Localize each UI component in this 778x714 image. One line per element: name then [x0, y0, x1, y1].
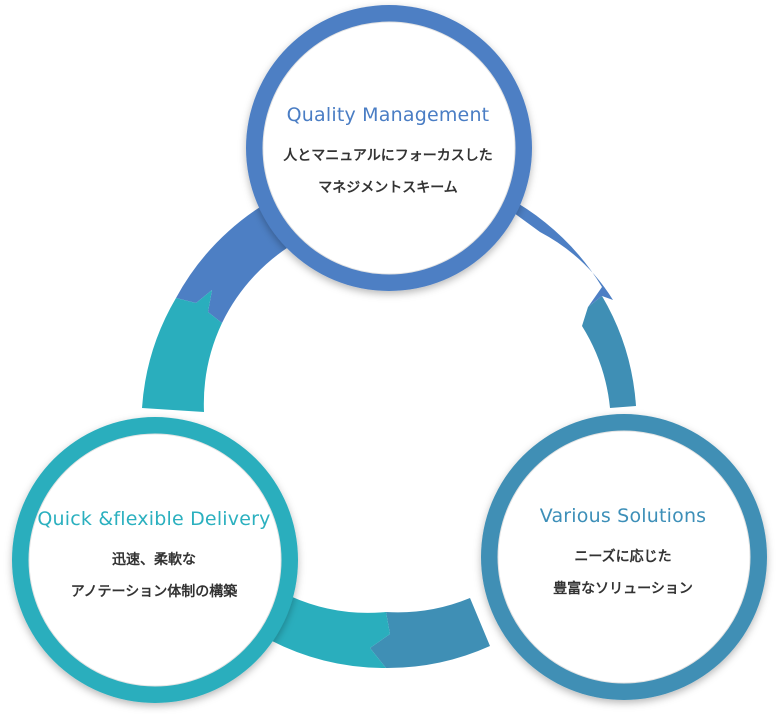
arc-bottom — [370, 598, 490, 669]
node-description-line: 迅速、柔軟な — [112, 552, 196, 568]
node-text-various-solutions: Various Solutions ニーズに応じた 豊富なソリューション — [473, 505, 773, 605]
node-title: Quick &flexible Delivery — [37, 508, 271, 530]
arc-left — [142, 290, 222, 412]
node-description-line: アノテーション体制の構築 — [70, 584, 238, 600]
node-text-quick-flexible-delivery: Quick &flexible Delivery 迅速、柔軟な アノテーション体… — [4, 508, 304, 608]
node-description: ニーズに応じた 豊富なソリューション — [473, 541, 773, 605]
node-description: 人とマニュアルにフォーカスした マネジメントスキーム — [238, 140, 538, 204]
arc-top-right — [470, 181, 613, 307]
node-quality-management — [246, 5, 532, 291]
node-various-solutions — [481, 414, 767, 700]
node-text-quality-management: Quality Management 人とマニュアルにフォーカスした マネジメン… — [238, 104, 538, 204]
node-description-line: 人とマニュアルにフォーカスした — [283, 148, 493, 164]
node-title: Various Solutions — [539, 505, 707, 527]
arc-right — [582, 296, 636, 408]
node-description: 迅速、柔軟な アノテーション体制の構築 — [4, 544, 304, 608]
node-title: Quality Management — [286, 104, 490, 126]
node-quick-flexible-delivery — [12, 417, 298, 703]
node-description-line: 豊富なソリューション — [553, 581, 693, 597]
node-description-line: ニーズに応じた — [574, 549, 672, 565]
arc-bottom-left — [270, 596, 390, 669]
node-description-line: マネジメントスキーム — [318, 180, 458, 196]
